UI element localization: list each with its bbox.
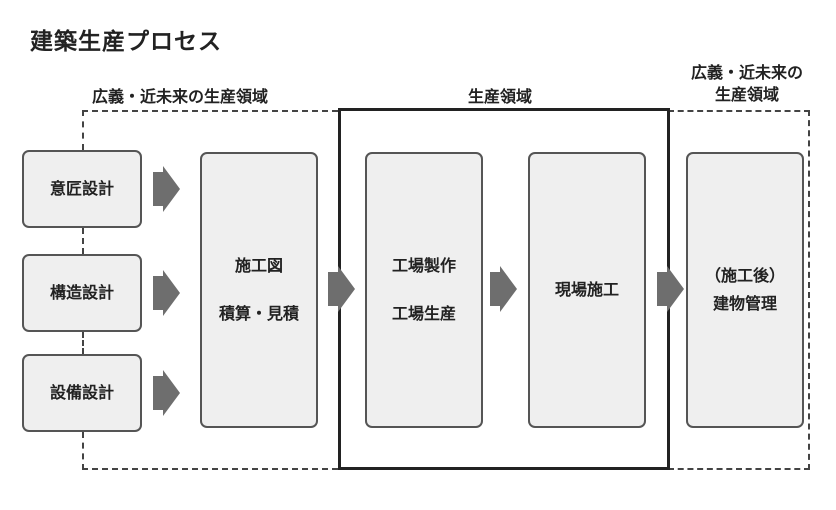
estimate-label: 積算・見積 (218, 304, 299, 323)
construction-drawing-label: 施工図 (234, 256, 283, 275)
design-box-structural: 構造設計 (22, 254, 142, 332)
arrow-right-icon (328, 266, 355, 312)
page-title: 建築生産プロセス (30, 29, 222, 55)
arrow-right-icon (153, 270, 180, 316)
arrow-right-icon (490, 266, 517, 312)
design-box-equipment-label: 設備設計 (49, 383, 114, 402)
region-label-center: 生産領域 (467, 87, 532, 106)
region-label-right: 広義・近未来の 生産領域 (672, 62, 822, 106)
factory-manufacturing-label: 工場製作 (391, 256, 456, 275)
dashed-border-left-3 (82, 332, 84, 354)
dashed-border-right (808, 110, 810, 470)
dashed-border-bottom-right (668, 468, 810, 470)
region-label-right-line1: 広義・近未来の (690, 63, 803, 82)
dashed-border-bottom-left (82, 468, 338, 470)
region-label-right-line2: 生産領域 (714, 85, 779, 104)
factory-production-label: 工場生産 (391, 304, 456, 323)
site-construction-label: 現場施工 (554, 280, 619, 299)
design-box-structural-label: 構造設計 (49, 283, 114, 302)
dashed-border-left-2 (82, 228, 84, 254)
design-box-equipment: 設備設計 (22, 354, 142, 432)
dashed-border-left-4 (82, 432, 84, 470)
design-box-architectural-label: 意匠設計 (49, 179, 114, 198)
design-box-architectural: 意匠設計 (22, 150, 142, 228)
factory-production-box: 工場製作 工場生産 (365, 152, 483, 428)
building-management-box: （施工後） 建物管理 (686, 152, 804, 428)
construction-drawing-box: 施工図 積算・見積 (200, 152, 318, 428)
site-construction-box: 現場施工 (528, 152, 646, 428)
dashed-border-top-left (82, 110, 338, 112)
arrow-right-icon (657, 266, 684, 312)
region-label-left: 広義・近未来の生産領域 (92, 87, 269, 106)
arrow-right-icon (153, 166, 180, 212)
building-management-label: 建物管理 (712, 294, 777, 313)
dashed-border-top-right (668, 110, 810, 112)
arrow-right-icon (153, 370, 180, 416)
post-construction-label: （施工後） (704, 266, 785, 285)
dashed-border-left-1 (82, 110, 84, 150)
